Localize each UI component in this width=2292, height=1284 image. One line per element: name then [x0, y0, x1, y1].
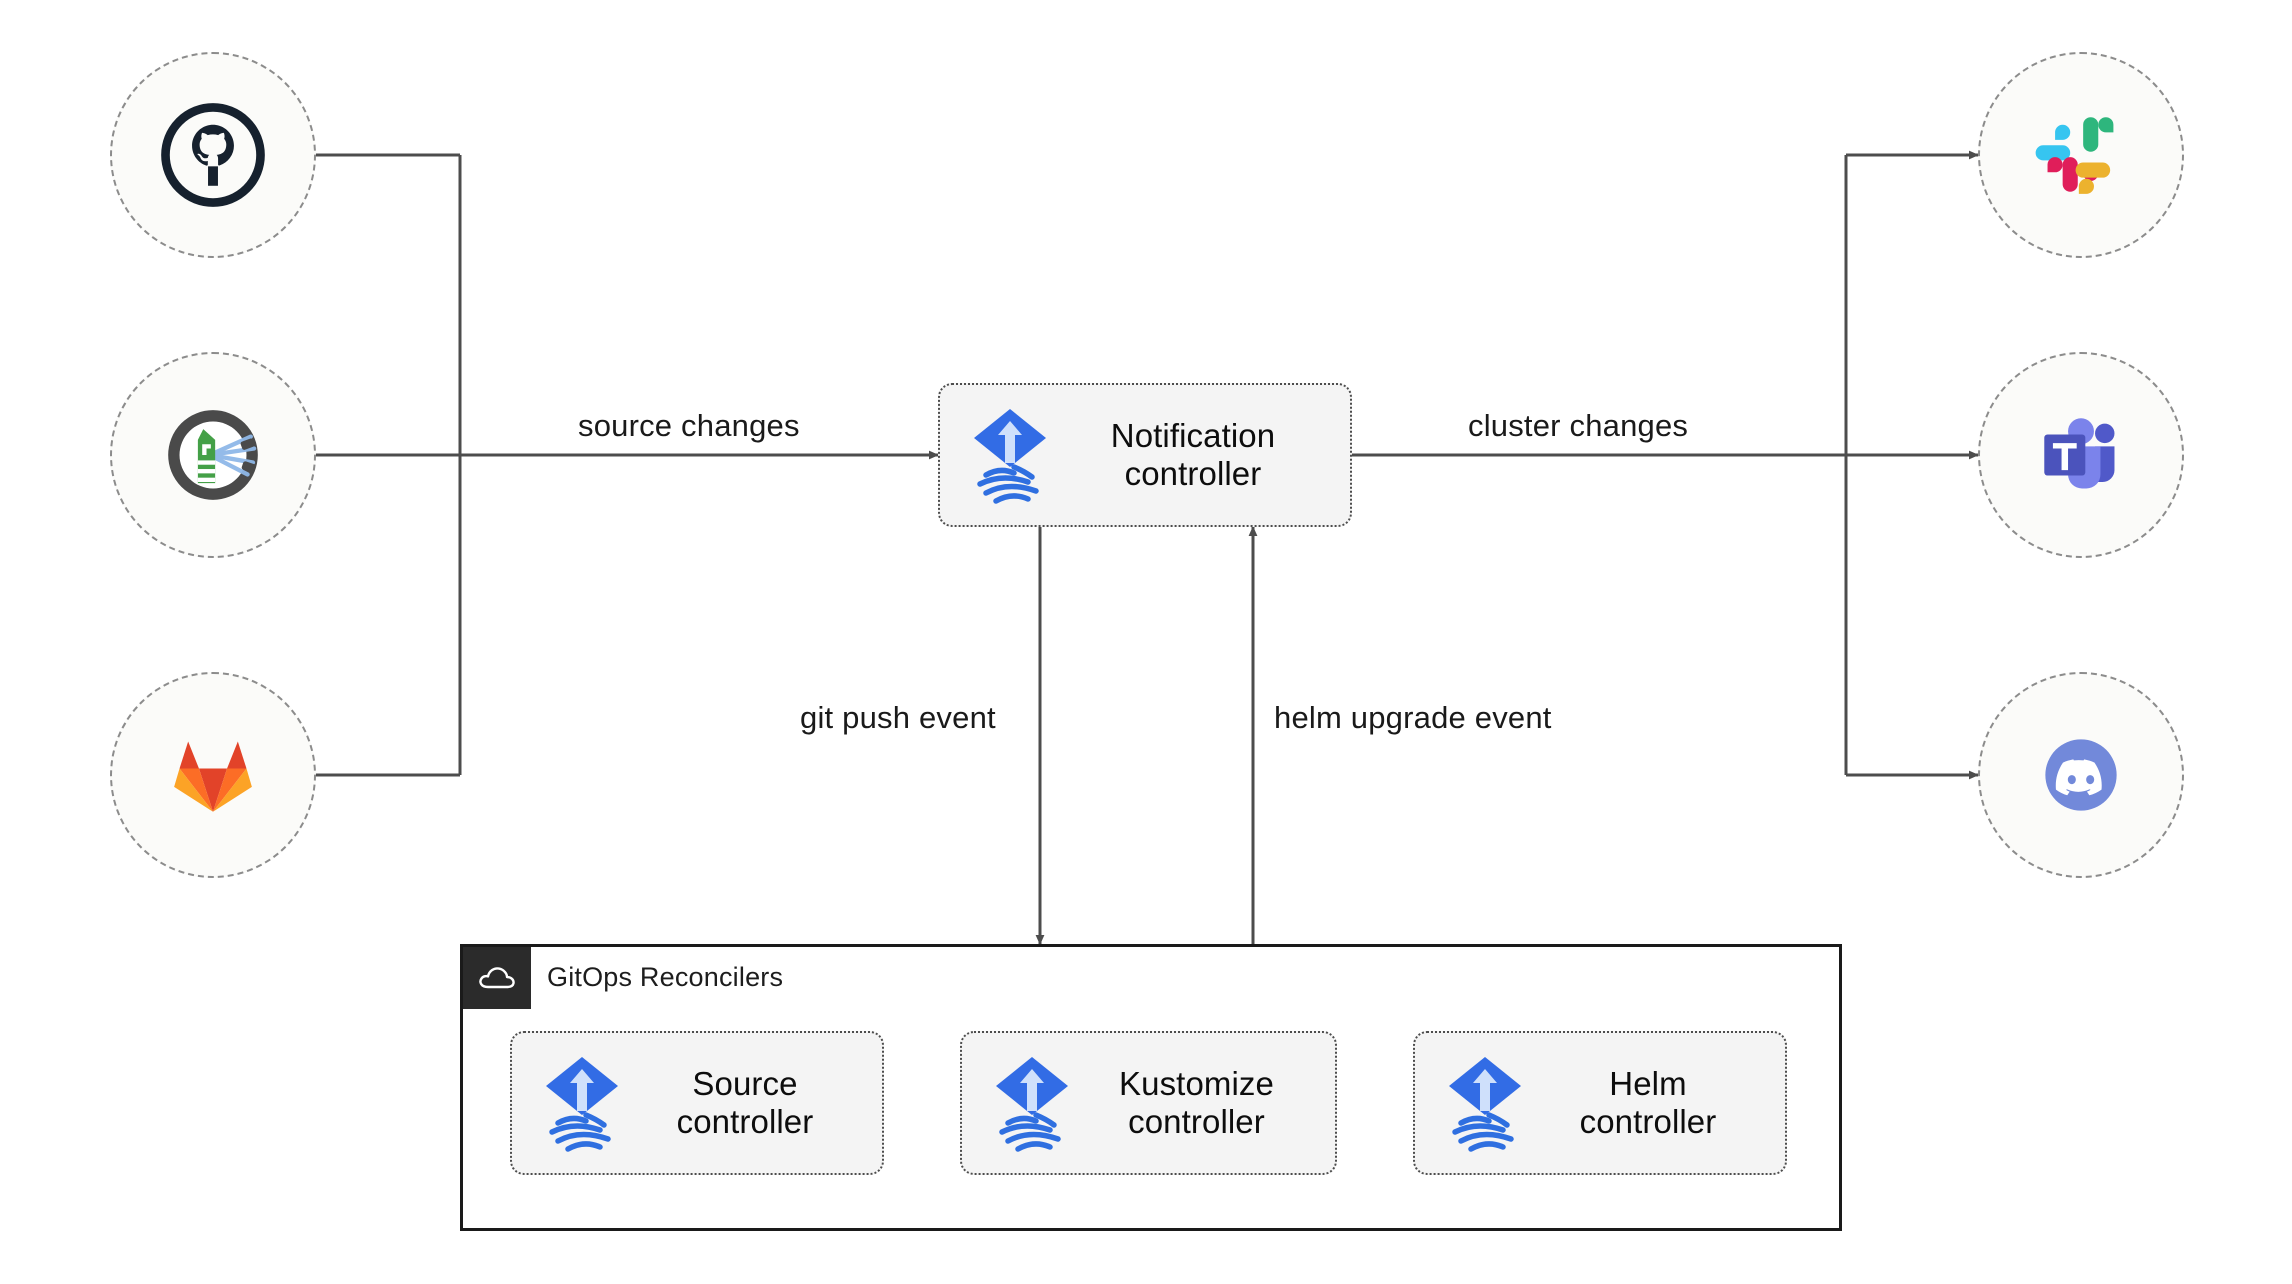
- reconciler-label-kustomize: Kustomize controller: [1076, 1065, 1335, 1142]
- github-icon: [161, 103, 265, 207]
- flux-icon: [996, 1057, 1068, 1152]
- edge-label-cluster-changes: cluster changes: [1468, 408, 1689, 443]
- gitops-group-title: GitOps Reconcilers: [547, 962, 784, 992]
- cloud-icon: [479, 967, 515, 989]
- notification-controller-label-line2: controller: [1124, 455, 1262, 492]
- discord-icon: [2045, 739, 2117, 811]
- reconciler-helm-label-line2: controller: [1579, 1103, 1717, 1140]
- reconciler-helm-label-line1: Helm: [1609, 1064, 1687, 1102]
- reconciler-label-helm: Helm controller: [1529, 1065, 1785, 1142]
- destination-node-discord[interactable]: [1978, 672, 2184, 878]
- teams-icon: [2044, 418, 2115, 489]
- notification-controller-label: Notification controller: [1054, 417, 1350, 494]
- flux-icon: [974, 409, 1046, 504]
- gitlab-icon: [174, 741, 252, 812]
- edge-label-helm-upgrade-event: helm upgrade event: [1274, 700, 1552, 735]
- gitops-tab: [463, 947, 531, 1009]
- reconciler-box-helm[interactable]: Helm controller: [1413, 1031, 1787, 1175]
- destination-node-slack[interactable]: [1978, 52, 2184, 258]
- slack-icon: [2035, 117, 2114, 194]
- reconciler-kustomize-label-line2: controller: [1128, 1103, 1265, 1140]
- destination-node-teams[interactable]: [1978, 352, 2184, 558]
- edge-label-source-changes: source changes: [578, 408, 800, 443]
- edge-label-git-push-event: git push event: [800, 700, 996, 735]
- reconciler-kustomize-label-line1: Kustomize: [1119, 1064, 1274, 1102]
- flux-icon: [1449, 1057, 1521, 1152]
- source-node-github[interactable]: [110, 52, 316, 258]
- reconciler-source-label-line1: Source: [692, 1064, 798, 1102]
- reconciler-box-kustomize[interactable]: Kustomize controller: [960, 1031, 1337, 1175]
- notification-controller-box[interactable]: Notification controller: [938, 383, 1352, 527]
- reconciler-source-label-line2: controller: [676, 1103, 814, 1140]
- gitea-icon: [168, 410, 258, 500]
- source-node-gitlab[interactable]: [110, 672, 316, 878]
- notification-controller-label-line1: Notification: [1110, 416, 1276, 454]
- source-node-gitea[interactable]: [110, 352, 316, 558]
- reconciler-label-source: Source controller: [626, 1065, 882, 1142]
- flux-icon: [546, 1057, 618, 1152]
- reconciler-box-source[interactable]: Source controller: [510, 1031, 884, 1175]
